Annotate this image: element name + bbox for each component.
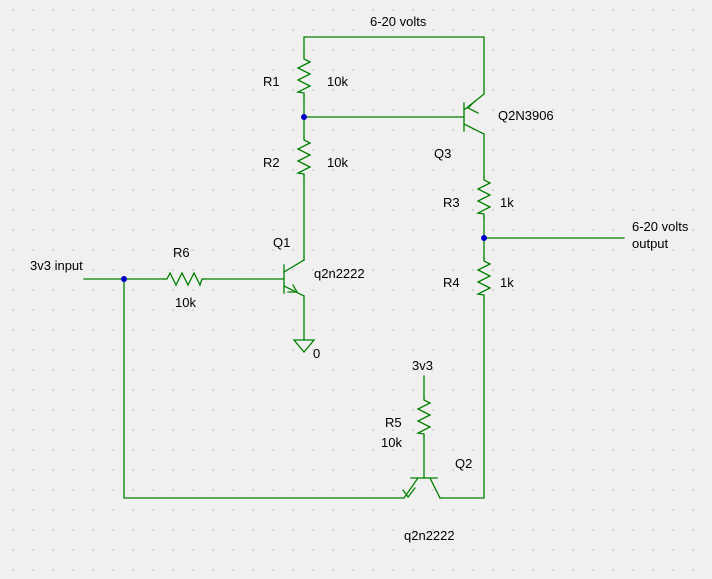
q3-part-label: Q2N3906 <box>498 108 554 123</box>
resistors <box>163 55 492 438</box>
ground-label: 0 <box>313 346 320 361</box>
q1-ref-label: Q1 <box>273 235 290 250</box>
output-label-line2: output <box>632 236 669 251</box>
output-label-line1: 6-20 volts <box>632 219 689 234</box>
r6-ref-label: R6 <box>173 245 190 260</box>
q1-part-label: q2n2222 <box>314 266 365 281</box>
r4-resistor <box>475 257 492 299</box>
r2-value-label: 10k <box>327 155 348 170</box>
r5-ref-label: R5 <box>385 415 402 430</box>
r1-r2-node-to-q3-base-wire <box>303 95 465 138</box>
junctions <box>121 114 487 282</box>
supply-rail-label: 6-20 volts <box>370 14 427 29</box>
r1-resistor <box>295 55 312 97</box>
r3-value-label: 1k <box>500 195 514 210</box>
q2-part-label: q2n2222 <box>404 528 455 543</box>
r3-ref-label: R3 <box>443 195 460 210</box>
r3-resistor <box>475 176 492 218</box>
r1-value-label: 10k <box>327 74 348 89</box>
input-label: 3v3 input <box>30 258 83 273</box>
q3-transistor <box>463 93 485 135</box>
supply-rail-wire <box>303 36 485 95</box>
r5-value-label: 10k <box>381 435 402 450</box>
input-junction-dot <box>121 276 127 282</box>
r2-resistor <box>295 136 312 177</box>
q2-ref-label: Q2 <box>455 456 472 471</box>
wires <box>83 36 625 499</box>
r4-value-label: 1k <box>500 275 514 290</box>
r1-r2-junction-dot <box>301 114 307 120</box>
r5-resistor <box>415 396 432 438</box>
logic-supply-label: 3v3 <box>412 358 433 373</box>
r3-r4-output-node-wire <box>483 216 625 259</box>
r6-value-label: 10k <box>175 295 196 310</box>
r2-ref-label: R2 <box>263 155 280 170</box>
r1-ref-label: R1 <box>263 74 280 89</box>
r6-resistor <box>163 271 205 287</box>
r4-ref-label: R4 <box>443 275 460 290</box>
labels: 6-20 volts R1 10k Q2N3906 Q3 R2 10k R3 1… <box>30 14 689 543</box>
q1-transistor <box>283 259 305 297</box>
input-to-q2-emitter-wire <box>123 278 405 499</box>
output-junction-dot <box>481 235 487 241</box>
ground-symbol <box>292 339 316 354</box>
q3-ref-label: Q3 <box>434 146 451 161</box>
r4-to-q2-collector-wire <box>439 297 485 499</box>
q2-transistor <box>402 477 441 499</box>
